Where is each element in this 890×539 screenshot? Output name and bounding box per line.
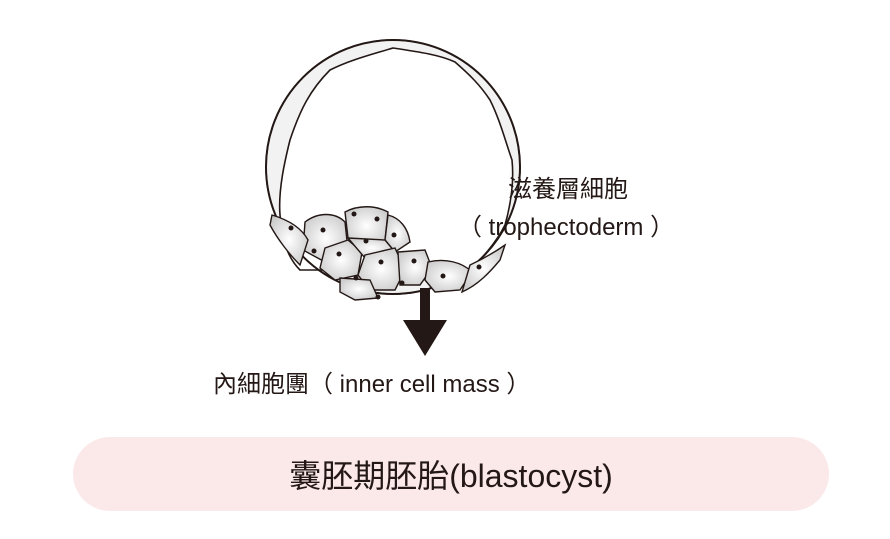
trophectoderm-label-zh: 滋養層細胞	[508, 176, 628, 203]
zona-outline	[265, 39, 521, 295]
diagram-title: 囊胚期胚胎(blastocyst)	[289, 458, 613, 494]
nuclei	[288, 211, 482, 300]
down-arrow-icon	[403, 288, 447, 356]
title-banner: 囊胚期胚胎(blastocyst)	[73, 437, 829, 511]
inner-cell-mass-label: 內細胞團（ inner cell mass ）	[213, 371, 531, 398]
inner-cell-mass	[269, 206, 507, 301]
trophectoderm-label-en: （ trophectoderm ）	[458, 214, 675, 241]
